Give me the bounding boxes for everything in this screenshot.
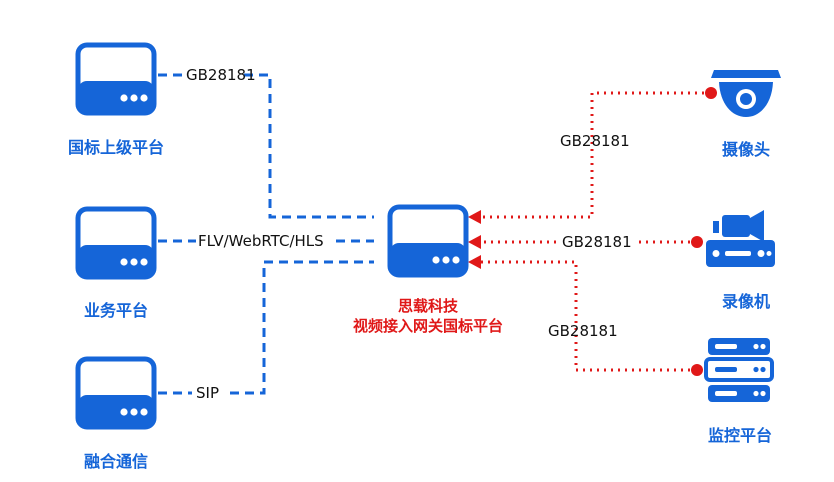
dome-camera-icon bbox=[711, 70, 781, 117]
link-camera-route bbox=[478, 91, 711, 219]
endpoint-dot-camera bbox=[705, 87, 717, 99]
right-links bbox=[478, 91, 711, 372]
video-recorder-icon bbox=[706, 210, 775, 267]
node-name-upper-platform: 国标上级平台 bbox=[67, 138, 164, 157]
node-name-monitor-platform: 监控平台 bbox=[707, 426, 772, 445]
link-label-monitor: GB28181 bbox=[548, 322, 618, 340]
link-monitor-route bbox=[478, 260, 697, 372]
server-box-icon bbox=[78, 209, 154, 277]
gateway-name-line1: 思载科技 bbox=[397, 297, 458, 315]
server-box-icon bbox=[78, 359, 154, 427]
arrowheads bbox=[468, 210, 481, 269]
link-label-recorder: GB28181 bbox=[562, 233, 632, 251]
endpoint-dots bbox=[691, 87, 717, 376]
gateway-name-line2: 视频接入网关国标平台 bbox=[352, 317, 503, 335]
arrowhead-top bbox=[468, 210, 481, 224]
node-name-business-platform: 业务平台 bbox=[83, 301, 148, 320]
link-bottom-route bbox=[230, 260, 374, 395]
link-label-camera: GB28181 bbox=[560, 132, 630, 150]
node-name-fusion-communication: 融合通信 bbox=[83, 452, 148, 471]
server-rack-icon bbox=[704, 338, 774, 402]
left-links bbox=[158, 73, 374, 395]
arrowhead-middle bbox=[468, 235, 481, 249]
endpoint-dot-monitor bbox=[691, 364, 703, 376]
node-name-recorder: 录像机 bbox=[721, 292, 770, 311]
link-label-middle-left: FLV/WebRTC/HLS bbox=[198, 232, 324, 250]
arrowhead-bottom bbox=[468, 255, 481, 269]
server-box-icon bbox=[390, 207, 466, 275]
link-label-top-left: GB28181 bbox=[186, 66, 256, 84]
link-top-route bbox=[244, 73, 374, 219]
node-name-camera: 摄像头 bbox=[721, 140, 770, 159]
endpoint-dot-recorder bbox=[691, 236, 703, 248]
link-label-bottom-left: SIP bbox=[196, 384, 219, 402]
server-box-icon bbox=[78, 45, 154, 113]
